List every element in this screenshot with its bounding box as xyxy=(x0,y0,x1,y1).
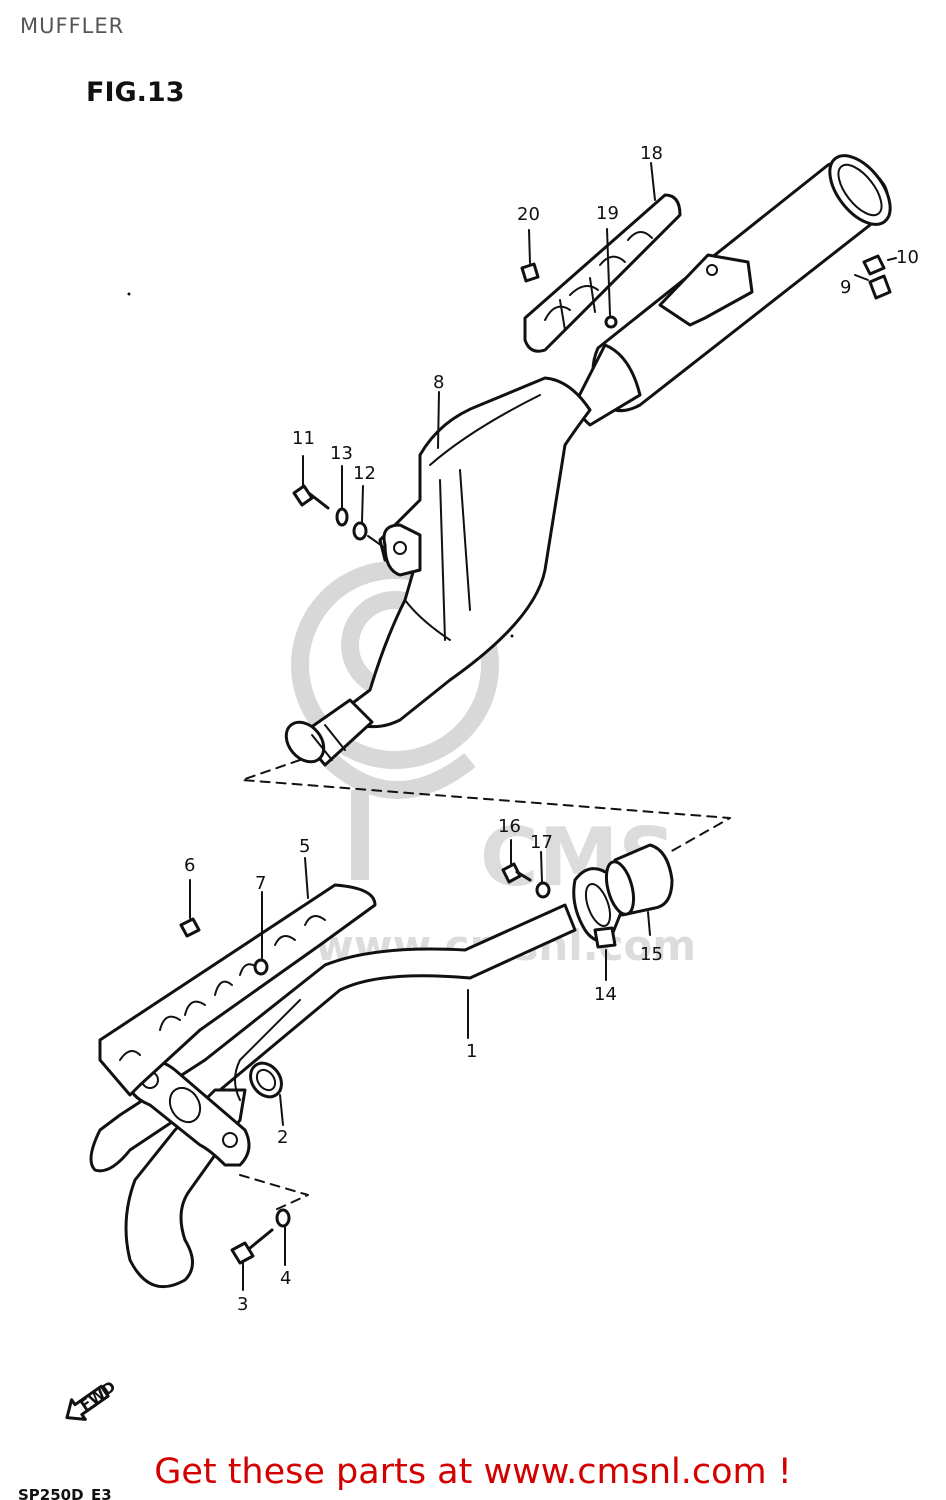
callout-20: 20 xyxy=(517,204,540,225)
part-19-washer[interactable] xyxy=(604,228,618,329)
part-1-exhaust-pipe[interactable] xyxy=(89,903,577,1289)
fwd-label: FWD xyxy=(77,1377,119,1414)
part-17-washer[interactable] xyxy=(535,851,551,899)
part-5-heat-shield[interactable] xyxy=(98,883,377,1097)
callout-3: 3 xyxy=(237,1294,248,1315)
figure-label: FIG.13 xyxy=(86,77,184,108)
callout-4: 4 xyxy=(280,1268,291,1289)
part-6-screw[interactable] xyxy=(179,879,201,938)
callout-14: 14 xyxy=(594,984,617,1005)
callout-15: 15 xyxy=(640,944,663,965)
callout-6: 6 xyxy=(184,855,195,876)
alignment-line xyxy=(241,759,731,853)
part-4-washer[interactable] xyxy=(275,1208,291,1266)
callout-13: 13 xyxy=(330,443,353,464)
leader-line xyxy=(304,857,309,899)
leader-line xyxy=(650,162,656,201)
part-18-heat-shield[interactable] xyxy=(523,193,682,353)
part-20-screw[interactable] xyxy=(520,229,540,283)
part-16-bolt[interactable] xyxy=(501,839,532,884)
callout-1: 1 xyxy=(466,1041,477,1062)
part-2-gasket[interactable] xyxy=(244,1057,288,1126)
part-15-sleeve[interactable] xyxy=(601,843,674,936)
stray-dot xyxy=(127,292,131,296)
callout-7: 7 xyxy=(255,873,266,894)
callout-12: 12 xyxy=(353,463,376,484)
part-9-bolt[interactable] xyxy=(854,274,892,300)
part-7-washer[interactable] xyxy=(253,891,269,976)
part-10-nut[interactable] xyxy=(862,254,886,276)
model-code: SP250D_E3 xyxy=(18,1486,112,1500)
part-8-muffler[interactable] xyxy=(279,145,902,769)
stray-dot xyxy=(510,634,514,638)
callout-5: 5 xyxy=(299,836,310,857)
callout-19: 19 xyxy=(596,203,619,224)
forward-direction-marker: FWD xyxy=(65,1377,119,1421)
alignment-line xyxy=(239,1174,309,1211)
callout-9: 9 xyxy=(840,277,851,298)
callout-17: 17 xyxy=(530,832,553,853)
callout-18: 18 xyxy=(640,143,663,164)
part-11-bolt[interactable] xyxy=(292,455,330,510)
callout-16: 16 xyxy=(498,816,521,837)
leader-line xyxy=(437,391,440,449)
callout-10: 10 xyxy=(896,247,919,268)
footer-link[interactable]: Get these parts at www.cmsnl.com ! xyxy=(154,1452,792,1492)
callout-11: 11 xyxy=(292,428,315,449)
callout-2: 2 xyxy=(277,1127,288,1148)
part-3-bolt[interactable] xyxy=(230,1228,274,1291)
callout-8: 8 xyxy=(433,372,444,393)
part-13-washer[interactable] xyxy=(335,465,349,527)
leader-line xyxy=(887,257,897,261)
part-12-washer[interactable] xyxy=(352,485,386,549)
page-title: MUFFLER xyxy=(20,14,125,38)
